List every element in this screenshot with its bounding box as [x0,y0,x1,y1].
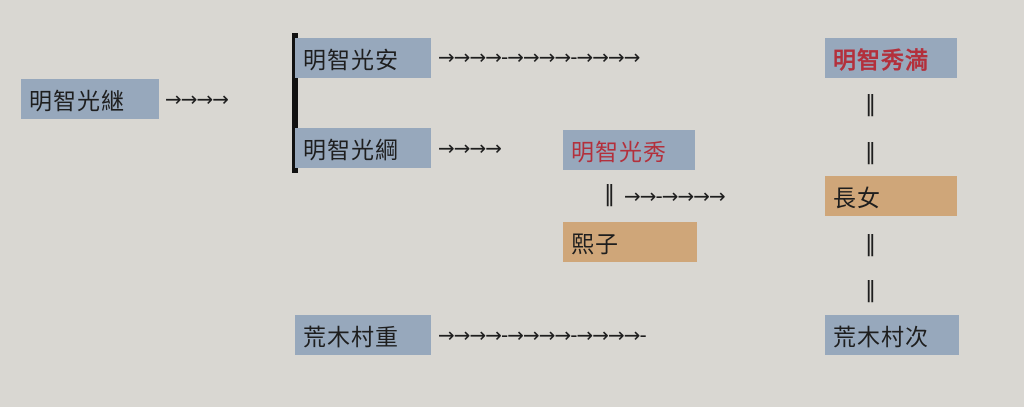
arrow-mitsuyasu-to-hidemitsu: →→→→-→→→→-→→→→ [438,45,641,69]
marriage-mark-mitsuhide-hiroko: ‖ [604,182,615,207]
node-araki-murashige: 荒木村重 [295,315,431,355]
node-label: 明智光継 [29,89,125,115]
arrow-couple-to-chojo: →→-→→→→ [624,184,726,208]
node-akechi-mitsuhide: 明智光秀 [563,130,695,170]
link-mark-hidemitsu-1: ‖ [865,92,876,117]
node-akechi-hidemitsu: 明智秀満 [825,38,957,78]
node-label: 荒木村重 [303,325,399,351]
node-akechi-mitsuyasu: 明智光安 [295,38,431,78]
node-hiroko: 熙子 [563,222,697,262]
node-label: 明智秀満 [833,48,929,74]
node-label: 長女 [833,186,881,212]
node-chojo: 長女 [825,176,957,216]
node-akechi-mitsutsuna: 明智光綱 [295,128,431,168]
arrow-murashige-to-muratsugu: →→→→-→→→→-→→→→- [438,323,647,347]
node-araki-muratsugu: 荒木村次 [825,315,959,355]
node-label: 荒木村次 [833,325,929,351]
node-akechi-mitsutsugu: 明智光継 [21,79,159,119]
arrow-mitsutsugu-to-branch: →→→→ [165,87,229,111]
node-label: 明智光綱 [303,138,399,164]
node-label: 明智光安 [303,48,399,74]
link-mark-muratsugu-2: ‖ [865,278,876,303]
link-mark-hidemitsu-2: ‖ [865,140,876,165]
node-label: 熙子 [571,232,619,258]
branch-bar [292,33,298,173]
arrow-mitsutsuna-to-mitsuhide: →→→→ [438,136,502,160]
link-mark-muratsugu-1: ‖ [865,232,876,257]
node-label: 明智光秀 [571,140,667,166]
